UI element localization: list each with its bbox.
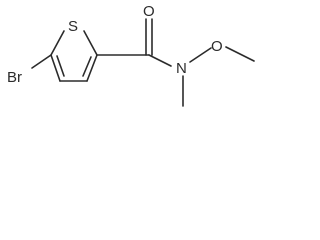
thiophene-ring	[50, 30, 98, 82]
bond-c5-c4	[50, 54, 61, 82]
atom-label-sulfur: S	[68, 18, 78, 35]
atom-label-ether-oxygen: O	[211, 38, 223, 55]
carboxamide-group	[96, 18, 255, 107]
bond-n-o	[189, 47, 212, 63]
bond-o-methyl	[225, 46, 255, 62]
bond-carbonyl-n	[148, 54, 172, 67]
bond-s-c2	[83, 30, 98, 56]
bond-c5-br	[31, 54, 52, 69]
bond-c5-c4-inner	[56, 55, 65, 77]
atom-label-carbonyl-oxygen: O	[143, 3, 155, 20]
atom-label-bromine: Br	[7, 69, 22, 86]
bond-c3-c2	[86, 54, 98, 82]
chemical-structure-diagram: Br S O N O	[7, 3, 255, 107]
bond-s-c5	[50, 30, 65, 56]
bond-c3-c2-inner	[82, 56, 92, 77]
atom-label-nitrogen: N	[176, 60, 187, 77]
